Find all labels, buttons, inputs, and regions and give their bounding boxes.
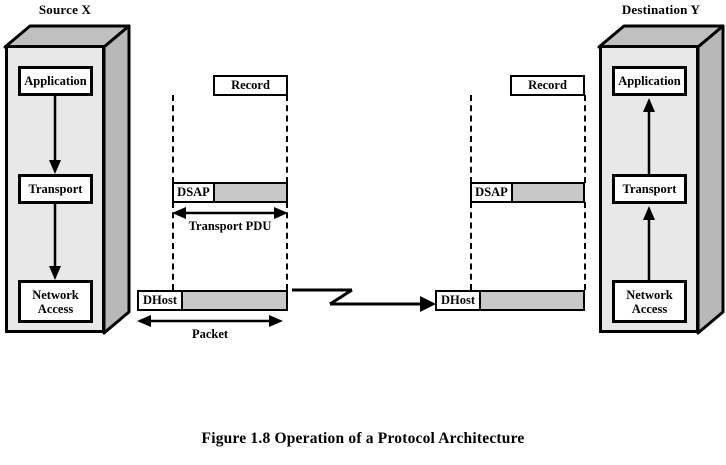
- destination-arrow-network-access-to-transport: [643, 206, 655, 282]
- source-host-box: Application Transport Network Access: [0, 20, 132, 338]
- destination-arrow-transport-to-application: [643, 98, 655, 176]
- destination-dhost-header: DHost: [437, 292, 481, 309]
- source-layer-network-access-label-line1: Network: [32, 287, 79, 302]
- source-host-title: Source X: [38, 2, 92, 17]
- source-layer-network-access-label-line2: Access: [37, 301, 74, 316]
- destination-layer-application[interactable]: Application: [612, 66, 687, 96]
- source-guide-line-left-lower: [172, 202, 174, 290]
- destination-guide-line-left-lower: [470, 202, 472, 290]
- source-dhost-header: DHost: [139, 292, 183, 309]
- source-record-label: Record: [231, 78, 270, 92]
- source-transport-payload: [215, 184, 286, 201]
- source-packet-measure-label: Packet: [191, 327, 229, 341]
- destination-transport-pdu-row[interactable]: DSAP: [470, 182, 585, 203]
- source-network-payload: [183, 292, 286, 309]
- destination-layer-network-access-label-line1: Network: [626, 287, 673, 302]
- destination-network-pdu-row[interactable]: DHost: [435, 290, 585, 311]
- destination-network-payload: [481, 292, 583, 309]
- destination-layer-transport-label: Transport: [622, 182, 677, 196]
- source-guide-line-right: [286, 95, 288, 183]
- source-layer-application[interactable]: Application: [18, 66, 93, 96]
- source-layer-network-access[interactable]: Network Access: [18, 280, 93, 323]
- source-packet-measure-arrow: [137, 315, 283, 327]
- destination-host-title: Destination Y: [621, 2, 701, 17]
- source-transport-pdu-measure-arrow: [172, 207, 288, 219]
- source-dsap-header: DSAP: [174, 184, 215, 201]
- destination-record-label: Record: [528, 78, 567, 92]
- source-transport-pdu-row[interactable]: DSAP: [172, 182, 288, 203]
- destination-transport-payload: [513, 184, 583, 201]
- source-record-box[interactable]: Record: [213, 75, 288, 96]
- figure-caption: Figure 1.8 Operation of a Protocol Archi…: [201, 430, 525, 447]
- source-network-pdu-row[interactable]: DHost: [137, 290, 288, 311]
- destination-dsap-header: DSAP: [472, 184, 513, 201]
- source-guide-line-right-lower: [286, 202, 288, 290]
- destination-layer-transport[interactable]: Transport: [612, 174, 687, 204]
- source-layer-transport-label: Transport: [28, 182, 83, 196]
- source-layer-transport[interactable]: Transport: [18, 174, 93, 204]
- source-arrow-transport-to-network-access: [49, 204, 61, 280]
- source-dsap-header-label: DSAP: [177, 185, 210, 199]
- source-dhost-header-label: DHost: [142, 293, 178, 307]
- destination-host-box: Application Transport Network Access: [594, 20, 726, 338]
- transmission-link: [292, 288, 436, 312]
- destination-layer-application-label: Application: [618, 74, 681, 88]
- destination-dsap-header-label: DSAP: [475, 185, 508, 199]
- source-transport-pdu-measure-label: Transport PDU: [188, 219, 272, 233]
- destination-guide-line-left: [470, 95, 472, 183]
- destination-guide-line-right: [584, 95, 586, 183]
- source-arrow-application-to-transport: [49, 96, 61, 174]
- destination-layer-network-access-label-line2: Access: [631, 301, 668, 316]
- destination-record-box[interactable]: Record: [510, 75, 585, 96]
- source-layer-application-label: Application: [24, 74, 87, 88]
- destination-dhost-header-label: DHost: [440, 293, 476, 307]
- destination-guide-line-right-lower: [584, 202, 586, 290]
- destination-layer-network-access[interactable]: Network Access: [612, 280, 687, 323]
- source-guide-line-left: [172, 95, 174, 183]
